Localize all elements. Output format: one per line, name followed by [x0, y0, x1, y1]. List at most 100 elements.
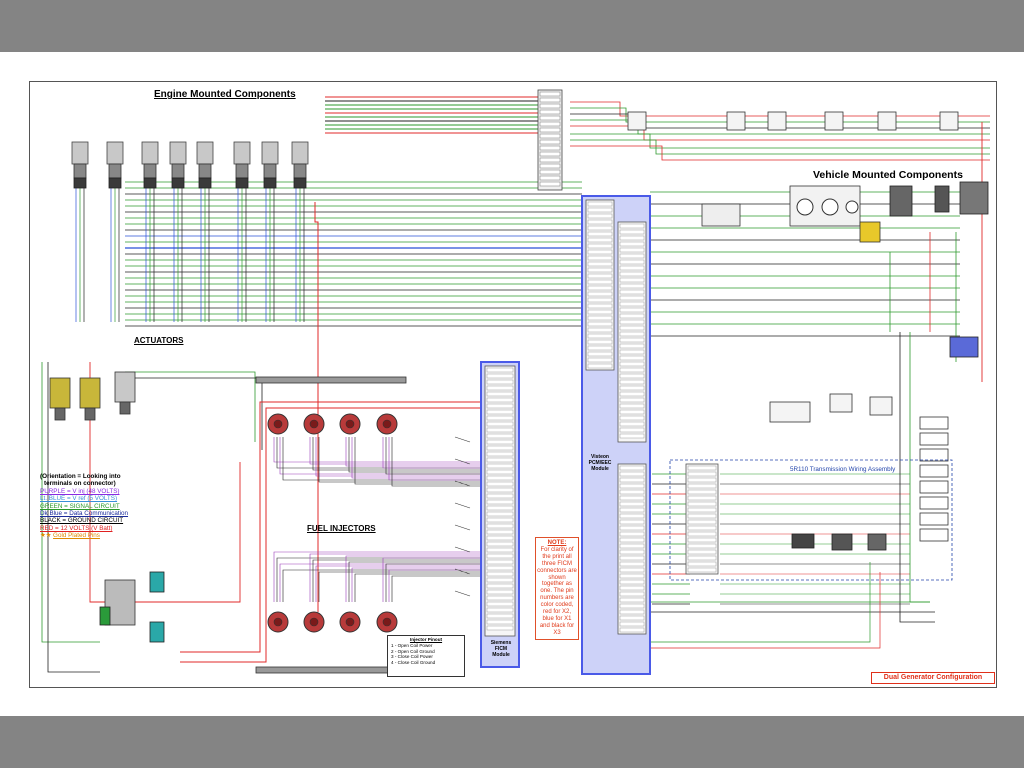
connector-pin: [619, 343, 645, 349]
connector-pin: [587, 231, 613, 237]
tss-sensor: [791, 533, 815, 549]
sensor-body: [291, 141, 309, 165]
legend-rows: PURPLE = V inj (48 VOLTS)Lt. BLUE = V re…: [40, 488, 128, 532]
injector-connector-strip: [255, 666, 407, 674]
module-connector: [149, 621, 165, 643]
connector-pin: [587, 351, 613, 357]
relay-wire: [570, 139, 990, 155]
injector-tie: [454, 502, 471, 509]
wiring-diagram-canvas: [41, 89, 990, 675]
connector-pin: [486, 553, 514, 559]
sensor-connector: [171, 163, 185, 179]
connector-pin: [539, 115, 561, 121]
connector-pin: [486, 481, 514, 487]
injector-wire: [348, 437, 480, 473]
connector-pin: [687, 531, 717, 537]
connector-pin: [486, 595, 514, 601]
connector-pin: [687, 555, 717, 561]
injector-key-row-1: 1 - Open Coil Power: [391, 642, 433, 648]
sensor-body: [169, 141, 187, 165]
actuator-connector: [84, 407, 96, 421]
connector-pin: [539, 103, 561, 109]
sensor-connector: [293, 163, 307, 179]
connector-pin: [619, 301, 645, 307]
connector-pin: [486, 451, 514, 457]
sensor-connector: [198, 163, 212, 179]
actuator-wire: [47, 362, 100, 673]
connector-pin: [619, 627, 645, 633]
sensor: [867, 533, 887, 551]
connector-pin: [539, 109, 561, 115]
connector-pin: [619, 543, 645, 549]
connector-pin: [619, 415, 645, 421]
injector-wire: [318, 437, 480, 483]
bottom-letterbox-bar: [0, 716, 1024, 768]
ficm-module-label: Siemens FICM Module: [483, 640, 519, 658]
sensor-body: [196, 141, 214, 165]
connector-pin: [619, 531, 645, 537]
injector-wire: [345, 437, 480, 467]
actuator-body: [49, 377, 71, 409]
connector-pin: [486, 409, 514, 415]
connector-pin: [687, 471, 717, 477]
transmission-connector: [685, 463, 719, 575]
connector-pin: [539, 169, 561, 175]
connector-pin: [619, 283, 645, 289]
injector-wire: [382, 557, 480, 602]
injector-pinout-key: Injector Pinout 1 - Open Coil Power 2 - …: [387, 635, 465, 677]
transmission-solenoid: [919, 448, 949, 462]
sensor-connector: [263, 163, 277, 179]
legend-row: Lt. BLUE = V ref (5 VOLTS): [40, 495, 118, 503]
connector-pin: [619, 325, 645, 331]
connector-pin: [619, 495, 645, 501]
connector-pin: [587, 267, 613, 273]
injector-wire: [309, 553, 480, 602]
ficm-label-3: Module: [492, 652, 510, 658]
connector-pin: [587, 213, 613, 219]
connector-pin: [539, 151, 561, 157]
connector-pin: [486, 397, 514, 403]
connector-pin: [587, 303, 613, 309]
fuel-injector-core: [273, 419, 283, 429]
dual-generator-configuration-label: Dual Generator Configuration: [871, 672, 995, 684]
injector-wire: [273, 551, 480, 602]
connector-pin: [687, 561, 717, 567]
connector-pin: [687, 483, 717, 489]
connector-pin: [619, 409, 645, 415]
relay-wire: [570, 101, 990, 117]
injector-tie: [454, 568, 471, 575]
connector-pin: [486, 541, 514, 547]
baro-sensor: [959, 181, 989, 215]
connector-pin: [619, 313, 645, 319]
connector-pin: [587, 345, 613, 351]
power-wire: [89, 362, 241, 603]
injector-wire: [382, 437, 480, 469]
connector-pin: [619, 573, 645, 579]
connector-pin: [619, 349, 645, 355]
injector-tie: [454, 480, 471, 487]
connector-pin: [619, 385, 645, 391]
connector-pin: [619, 501, 645, 507]
connector-pin: [619, 247, 645, 253]
connector-pin: [539, 163, 561, 169]
oss-sensor: [831, 533, 853, 551]
connector-pin: [486, 607, 514, 613]
connector-pin: [587, 237, 613, 243]
legend-row: RED = 12 VOLTS (V Batt): [40, 524, 113, 532]
connector-pin: [687, 477, 717, 483]
connector-pin: [619, 471, 645, 477]
legend-row: Dk Blue = Data Communication: [40, 510, 129, 518]
connector-pin: [486, 577, 514, 583]
connector-pin: [486, 523, 514, 529]
connector-pin: [539, 133, 561, 139]
connector-pin: [619, 489, 645, 495]
connector-pin: [619, 537, 645, 543]
connector-pin: [486, 415, 514, 421]
transmission-assembly-outline: [669, 459, 953, 581]
connector-pin: [539, 121, 561, 127]
connector-pin: [687, 465, 717, 471]
fuel-injector-core: [345, 419, 355, 429]
connector-pin: [486, 475, 514, 481]
connector-pin: [486, 499, 514, 505]
relay: [627, 111, 647, 131]
